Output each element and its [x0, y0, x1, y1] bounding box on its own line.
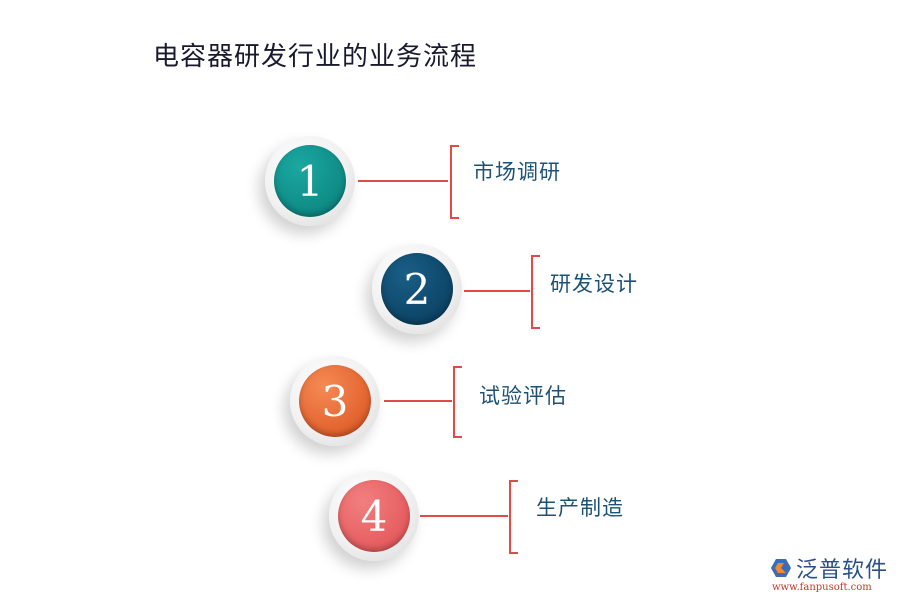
step-3-label: 试验评估 — [479, 384, 567, 408]
step-2-label: 研发设计 — [550, 272, 638, 296]
fanpu-logo: 泛普软件 www.fanpusoft.com — [770, 552, 888, 593]
step-3-ring: 3 — [290, 356, 380, 446]
step-3-connector — [384, 400, 452, 402]
step-1-ring: 1 — [265, 136, 355, 226]
step-1-label: 市场调研 — [473, 160, 561, 184]
step-2-connector — [464, 290, 530, 292]
step-3-number-badge: 3 — [299, 365, 371, 437]
step-4-label: 生产制造 — [536, 496, 624, 520]
step-1-connector — [358, 180, 448, 182]
step-1-bracket — [450, 145, 459, 219]
logo-url: www.fanpusoft.com — [772, 582, 872, 593]
fanpu-logo-icon — [770, 558, 792, 578]
logo-name: 泛普软件 — [796, 558, 889, 583]
step-4-ring: 4 — [329, 471, 419, 561]
step-4-connector — [420, 515, 508, 517]
step-2-number-badge: 2 — [381, 253, 453, 325]
step-4-bracket — [509, 480, 518, 554]
step-3-bracket — [453, 366, 462, 438]
step-1-number-badge: 1 — [274, 145, 346, 217]
step-2-bracket — [531, 255, 540, 329]
step-2-ring: 2 — [372, 244, 462, 334]
page-title: 电容器研发行业的业务流程 — [153, 42, 478, 72]
step-4-number-badge: 4 — [338, 480, 410, 552]
